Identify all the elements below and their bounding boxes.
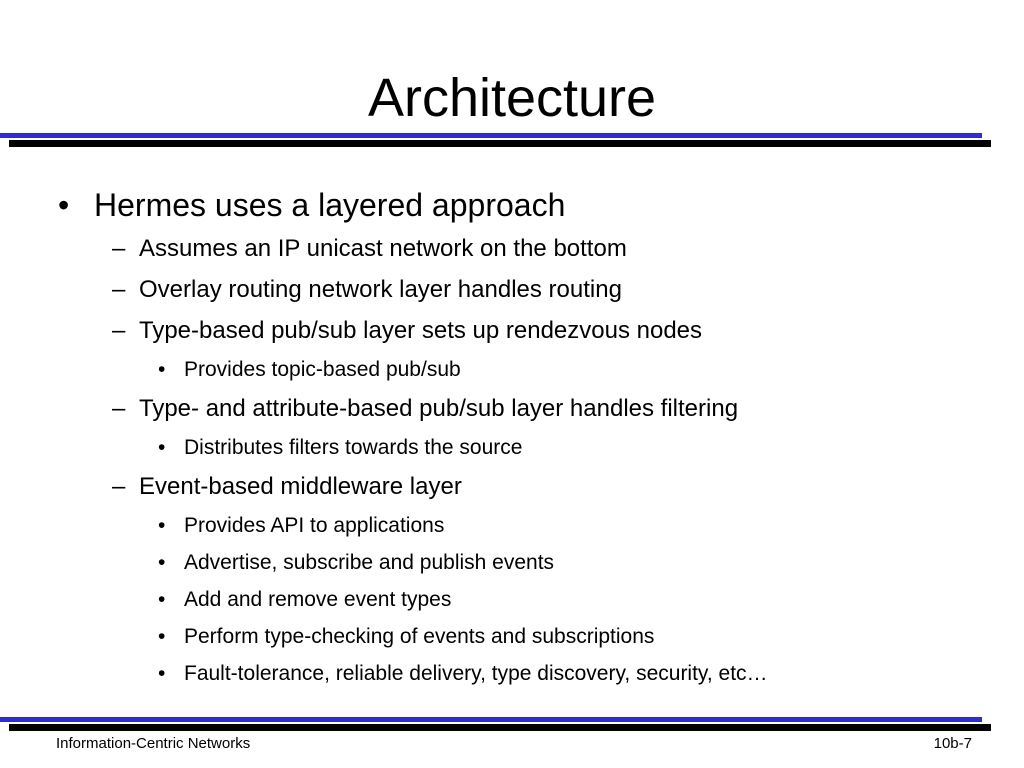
bullet-marker: • — [158, 625, 166, 648]
bullet-text: Provides API to applications — [184, 514, 445, 537]
bullet-marker: • — [58, 187, 70, 223]
dash-marker: – — [112, 276, 126, 303]
bullet-text: Add and remove event types — [184, 588, 452, 611]
bullet-text: Distributes filters towards the source — [184, 436, 523, 459]
top-rule-black — [9, 140, 991, 147]
slide-title: Architecture — [367, 68, 657, 128]
bullet-text: Advertise, subscribe and publish events — [184, 551, 555, 574]
bottom-rule-black — [9, 724, 991, 731]
bullet-marker: • — [158, 358, 166, 381]
dash-marker: – — [112, 317, 126, 344]
bullet-text: Perform type-checking of events and subs… — [184, 625, 655, 648]
bullet-text: Overlay routing network layer handles ro… — [139, 276, 622, 303]
bullet-text: Type-based pub/sub layer sets up rendezv… — [139, 317, 703, 344]
bullet-text: Hermes uses a layered approach — [94, 187, 566, 223]
bullet-text: Provides topic-based pub/sub — [184, 358, 461, 381]
bullet-marker: • — [158, 436, 166, 459]
footer-course-title: Information-Centric Networks — [56, 735, 251, 752]
dash-marker: – — [112, 395, 126, 422]
top-rule-blue — [0, 133, 982, 138]
bullet-marker: • — [158, 662, 166, 685]
bottom-rule-blue — [0, 717, 982, 722]
bullet-text: Type- and attribute-based pub/sub layer … — [139, 395, 739, 422]
dash-marker: – — [112, 473, 126, 500]
bullet-marker: • — [158, 551, 166, 574]
dash-marker: – — [112, 235, 126, 262]
bullet-text: Assumes an IP unicast network on the bot… — [139, 235, 627, 262]
bullet-text: Fault-tolerance, reliable delivery, type… — [184, 662, 768, 685]
footer-slide-number: 10b-7 — [933, 735, 972, 752]
bullet-marker: • — [158, 588, 166, 611]
bullet-text: Event-based middleware layer — [139, 473, 462, 500]
bullet-marker: • — [158, 514, 166, 537]
